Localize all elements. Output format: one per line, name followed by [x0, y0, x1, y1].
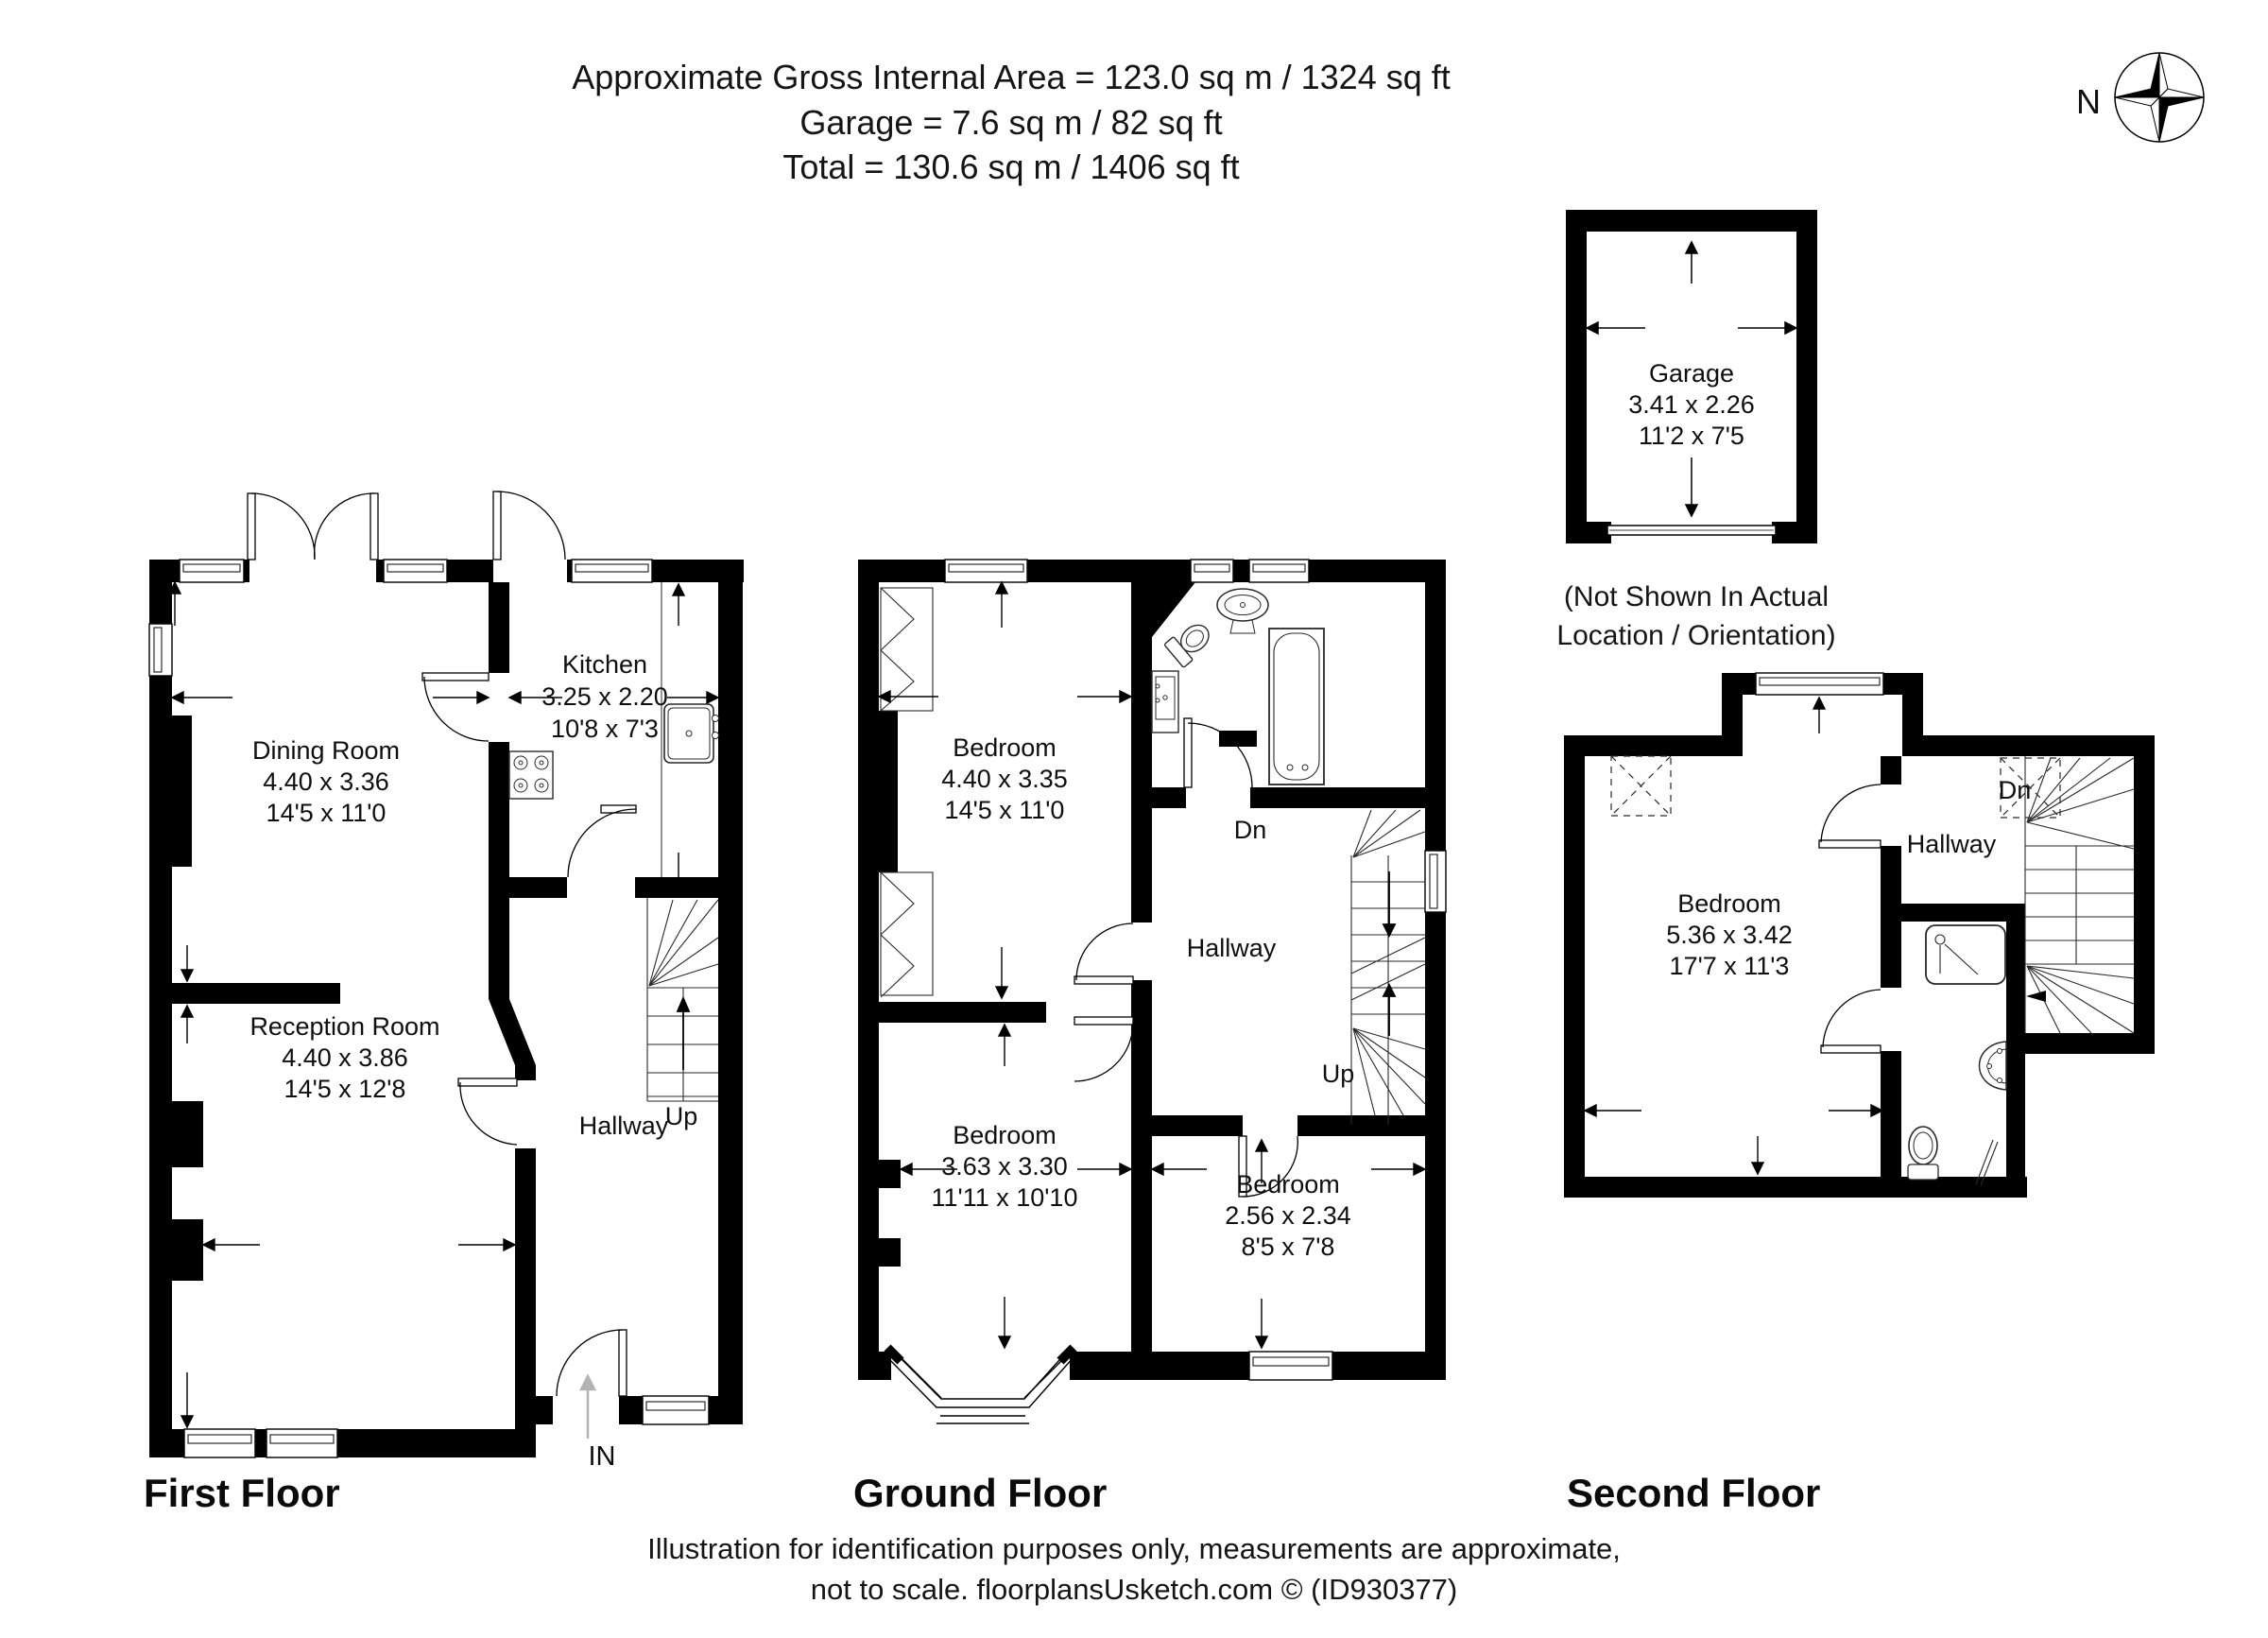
gf-windows — [944, 559, 1447, 1381]
kitchen-name: Kitchen — [562, 650, 647, 679]
gf-bedroom3-name: Bedroom — [1236, 1170, 1340, 1198]
garage-name: Garage — [1649, 359, 1734, 388]
ff-walls — [149, 560, 744, 1457]
gf-stairs-up-label: Up — [1322, 1060, 1355, 1088]
sf-bedroom-name: Bedroom — [1677, 889, 1781, 918]
sf-hallway-label: Hallway — [1907, 830, 1997, 858]
gf-bay-window — [884, 1344, 1077, 1424]
gf-bedroom1-name: Bedroom — [953, 733, 1057, 762]
gf-dimension-arrows — [877, 580, 1427, 1350]
pedestal-sink — [1216, 588, 1269, 634]
garage-dimension-arrows — [1585, 240, 1798, 518]
total-area-line: Total = 130.6 sq m / 1406 sq ft — [782, 147, 1240, 187]
gf-doors — [1074, 717, 1298, 1198]
garage-dim-imperial: 11'2 x 7'5 — [1639, 422, 1744, 450]
disclaimer: Illustration for identification purposes… — [0, 1529, 2268, 1611]
reception-room-name: Reception Room — [249, 1012, 439, 1041]
reception-room-dim-metric: 4.40 x 3.86 — [282, 1043, 408, 1072]
ff-hallway-label: Hallway — [579, 1112, 669, 1140]
sf-bedroom-dim-metric: 5.36 x 3.42 — [1666, 921, 1793, 949]
garage-walls — [1566, 210, 1817, 543]
toilet — [1163, 624, 1210, 668]
gf-bedroom3-dim-metric: 2.56 x 2.34 — [1225, 1201, 1351, 1230]
vanity-basin — [1151, 670, 1179, 733]
disclaimer-line2: not to scale. floorplansUsketch.com © (I… — [810, 1572, 1458, 1606]
sf-bedroom-dim-imperial: 17'7 x 11'3 — [1670, 952, 1790, 980]
sf-bathroom-fixtures — [1907, 924, 2007, 1186]
garage-dim-metric: 3.41 x 2.26 — [1628, 390, 1755, 419]
gf-bedroom1-dim-metric: 4.40 x 3.35 — [941, 765, 1068, 793]
dining-room-name: Dining Room — [252, 736, 400, 765]
gf-bedroom1-dim-imperial: 14'5 x 11'0 — [945, 796, 1065, 824]
bathtub — [1268, 628, 1325, 785]
ff-doors — [247, 491, 637, 1397]
gf-bedroom2-dim-metric: 3.63 x 3.30 — [941, 1152, 1068, 1181]
door-leaf-ajar — [1975, 1139, 1999, 1186]
sink — [1978, 1041, 2007, 1091]
sf-stairs-direction-arrow — [2026, 991, 2046, 1002]
gf-hallway-label: Hallway — [1187, 934, 1277, 962]
kitchen-dim-metric: 3.25 x 2.20 — [541, 682, 668, 711]
gf-stairs-direction-arrows — [1382, 871, 1397, 1036]
dining-room-dim-imperial: 14'5 x 11'0 — [266, 799, 387, 827]
ground-floor-plan: Bedroom 4.40 x 3.35 14'5 x 11'0 Bedroom … — [858, 559, 1447, 1424]
shower — [1925, 924, 2006, 985]
kitchen-sink — [663, 703, 719, 764]
disclaimer-line1: Illustration for identification purposes… — [647, 1532, 1621, 1565]
gf-stairs-down-label: Dn — [1234, 816, 1267, 844]
gf-bathroom-fixtures — [1151, 588, 1325, 785]
kitchen-dim-imperial: 10'8 x 7'3 — [551, 715, 659, 743]
dining-room-dim-metric: 4.40 x 3.36 — [263, 767, 389, 796]
area-summary: Approximate Gross Internal Area = 123.0 … — [350, 55, 1673, 190]
first-floor-plan: Dining Room 4.40 x 3.36 14'5 x 11'0 Kitc… — [148, 491, 744, 1472]
garage-area-line: Garage = 7.6 sq m / 82 sq ft — [799, 102, 1223, 142]
compass-north-label: N — [2076, 82, 2101, 121]
second-floor-label: Second Floor — [1567, 1471, 1821, 1515]
first-floor-label: First Floor — [144, 1471, 340, 1515]
gf-bedroom2-dim-imperial: 11'11 x 10'10 — [932, 1183, 1078, 1212]
second-floor-plan: Bedroom 5.36 x 3.42 17'7 x 11'3 Hallway … — [1564, 672, 2155, 1198]
ground-floor-label: Ground Floor — [853, 1471, 1108, 1515]
gf-wardrobes — [880, 587, 934, 998]
garage-note: (Not Shown In Actual Location / Orientat… — [1556, 581, 1836, 651]
ff-stairs-up-label: Up — [665, 1102, 698, 1130]
sf-rooflight — [1610, 755, 1672, 817]
reception-room-dim-imperial: 14'5 x 12'8 — [284, 1075, 406, 1103]
kitchen-hob — [508, 750, 554, 800]
gf-stairs — [1350, 809, 1426, 1125]
ff-entry-arrow — [578, 1373, 597, 1439]
gf-bedroom3-dim-imperial: 8'5 x 7'8 — [1242, 1233, 1335, 1261]
ff-entrance-label: IN — [589, 1441, 616, 1472]
sf-doors — [1818, 784, 1881, 1054]
ff-kitchen-fixtures — [508, 582, 719, 877]
compass-star — [2114, 52, 2205, 143]
gf-bedroom2-name: Bedroom — [953, 1121, 1057, 1149]
sf-walls — [1564, 673, 2155, 1198]
sf-windows — [1755, 672, 1884, 696]
gross-area-line: Approximate Gross Internal Area = 123.0 … — [572, 58, 1451, 96]
sf-dimension-arrows — [1583, 696, 1884, 1176]
garage-plan: Garage 3.41 x 2.26 11'2 x 7'5 — [1566, 210, 1817, 543]
gf-walls — [858, 560, 1446, 1380]
ff-dimension-arrows — [167, 580, 720, 1429]
toilet — [1907, 1126, 1939, 1181]
sf-stairs — [2024, 756, 2135, 1034]
ff-stairs-direction-arrow — [676, 995, 691, 1070]
sf-stairs-down-label: Dn — [1999, 776, 2032, 804]
ff-windows — [148, 559, 710, 1458]
compass-icon: N — [2076, 52, 2205, 143]
